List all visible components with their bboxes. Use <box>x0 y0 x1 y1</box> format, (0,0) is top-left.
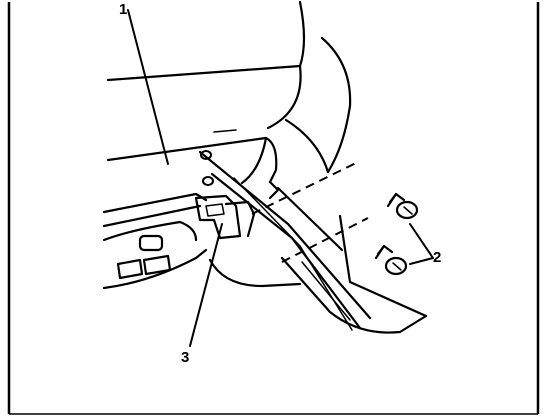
trim-panel-drawing <box>102 192 302 290</box>
sill-rail-drawing <box>198 150 428 334</box>
leader-lines <box>127 9 434 347</box>
callout-label-1: 1 <box>119 1 127 18</box>
screw-upper <box>386 192 419 220</box>
callout-label-3: 3 <box>181 349 189 366</box>
screw-lower <box>374 244 408 276</box>
callout-label-2: 2 <box>433 249 441 266</box>
seat-cushion-drawing <box>106 0 352 186</box>
screws-drawing <box>251 161 419 276</box>
figure-frame <box>7 2 540 415</box>
